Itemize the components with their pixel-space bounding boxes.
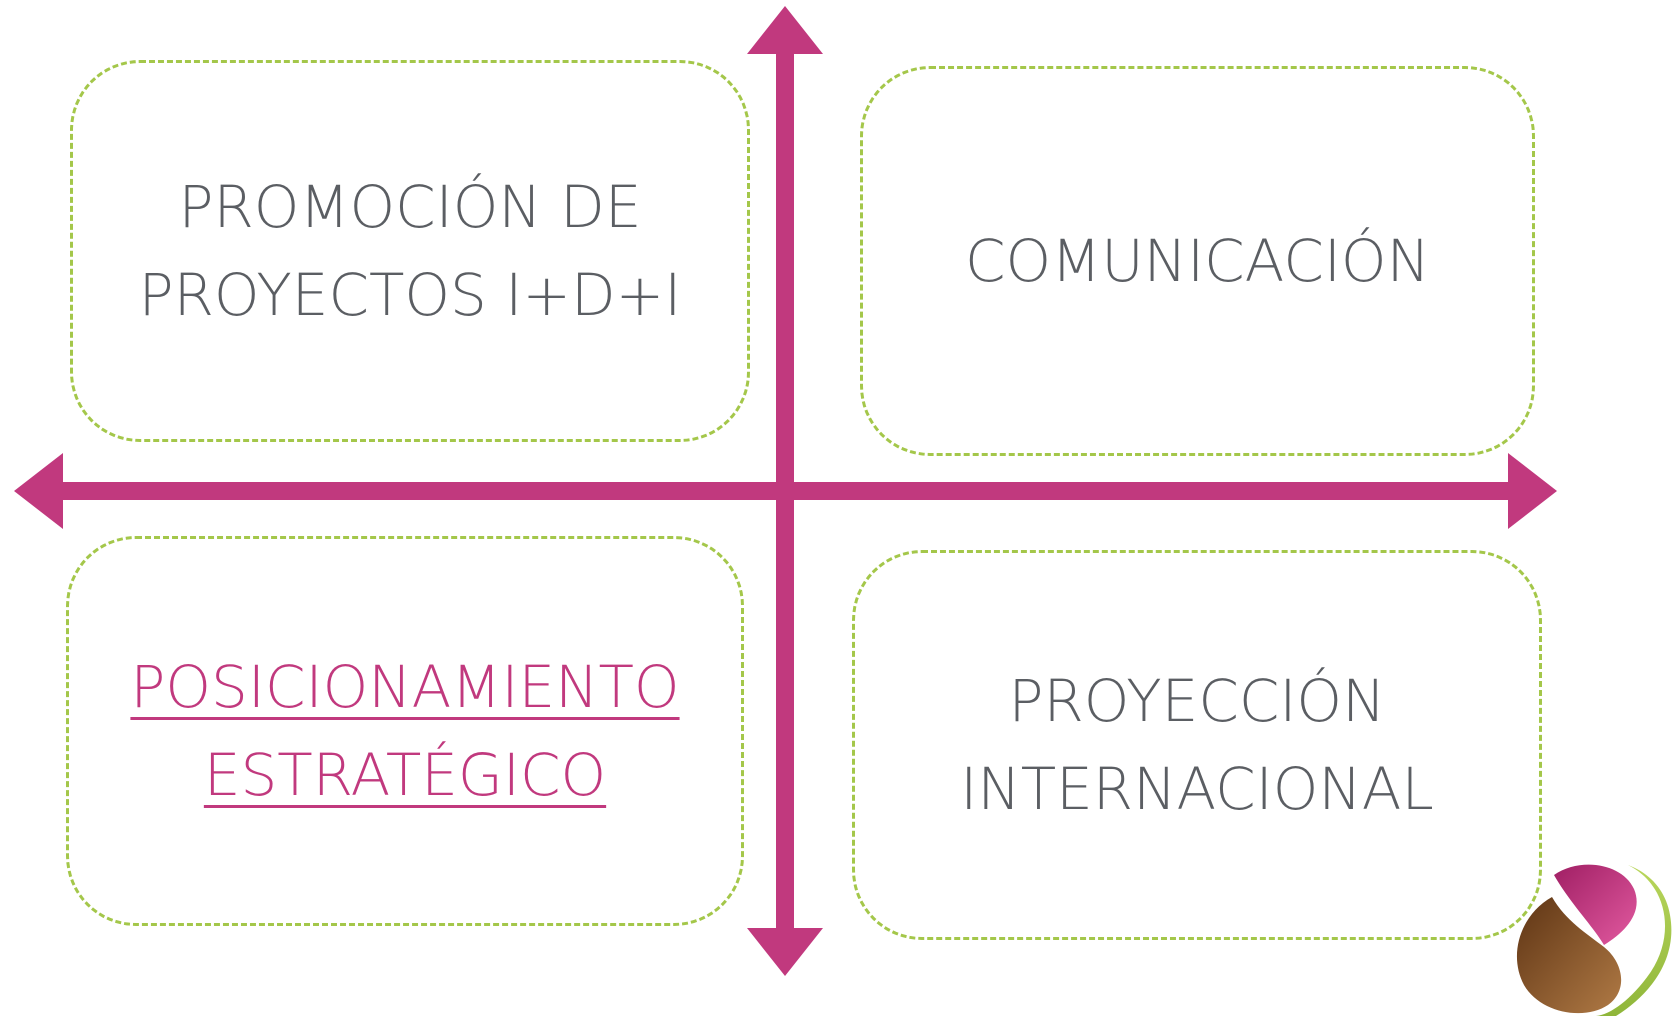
- quadrant-posicionamiento-estrategico[interactable]: POSICIONAMIENTO ESTRATÉGICO: [66, 536, 744, 926]
- quadrant-label: PROYECCIÓN INTERNACIONAL: [960, 667, 1434, 823]
- quadrant-proyeccion-internacional[interactable]: PROYECCIÓN INTERNACIONAL: [852, 550, 1542, 940]
- up-arrow-icon: [747, 6, 823, 54]
- quadrant-promocion-proyectos[interactable]: PROMOCIÓN DE PROYECTOS I+D+I: [70, 60, 750, 442]
- left-arrow-icon: [14, 453, 63, 529]
- quadrant-label: PROMOCIÓN DE PROYECTOS I+D+I: [138, 173, 682, 329]
- quadrant-comunicacion[interactable]: COMUNICACIÓN: [860, 66, 1535, 456]
- right-arrow-icon: [1508, 453, 1557, 529]
- down-arrow-icon: [747, 928, 823, 976]
- quadrant-label-link[interactable]: POSICIONAMIENTO ESTRATÉGICO: [130, 653, 680, 809]
- quadrant-label: COMUNICACIÓN: [965, 227, 1430, 295]
- drop-logo-icon: [1516, 864, 1672, 1016]
